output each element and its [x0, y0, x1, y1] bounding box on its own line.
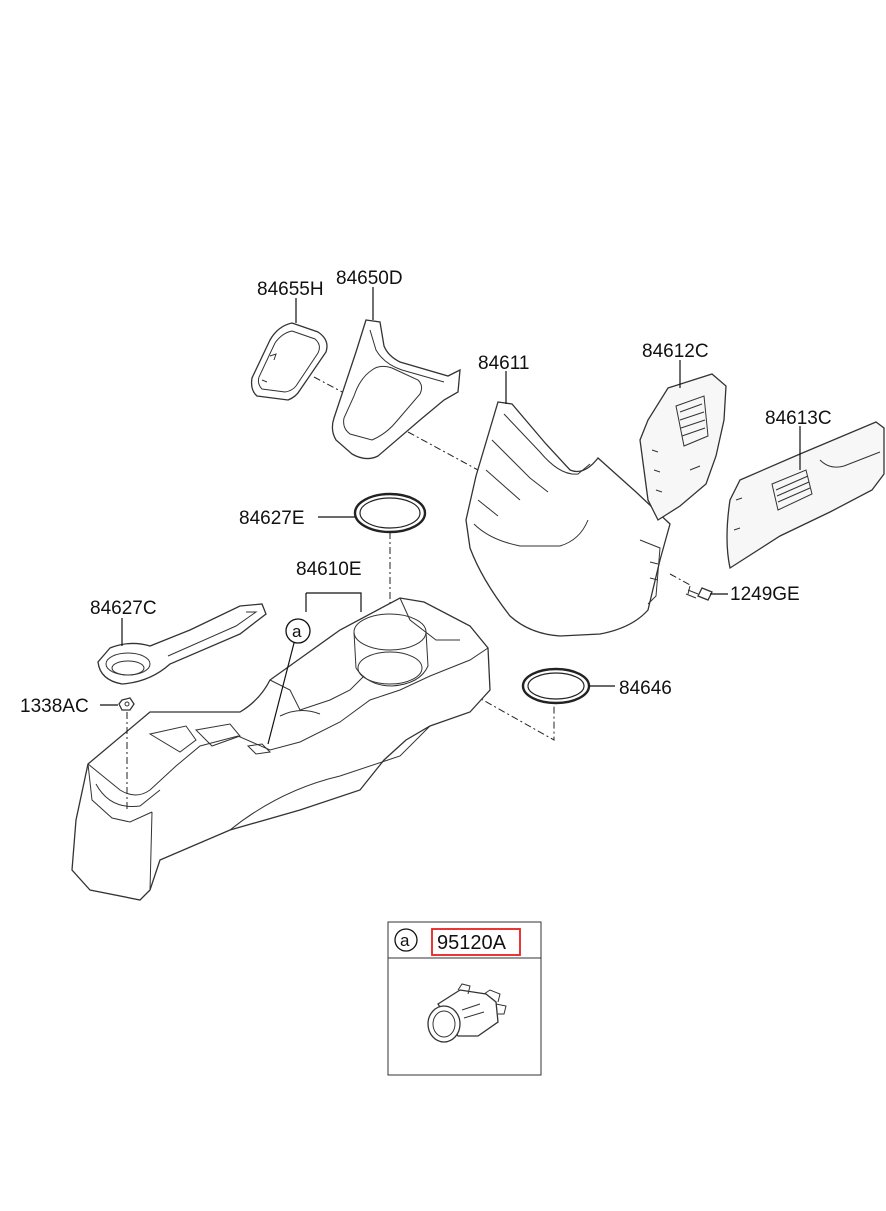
callout-box-circle [394, 928, 418, 952]
label-84655h: 84655H [257, 279, 324, 300]
label-84627e: 84627E [239, 508, 305, 529]
label-84613c: 84613C [765, 408, 832, 429]
callout-box-letter: a [400, 931, 410, 950]
label-84627c: 84627C [90, 598, 157, 619]
console-84610e[interactable] [71, 597, 491, 901]
cup-ring-84627e[interactable] [353, 492, 427, 534]
label-84650d: 84650D [336, 268, 403, 289]
label-1249ge: 1249GE [730, 584, 800, 605]
power-socket-95120a[interactable] [427, 983, 507, 1043]
side-cover-84613c[interactable] [726, 421, 885, 570]
shift-bezel-84650d[interactable] [331, 319, 461, 460]
dash-84650d [407, 431, 479, 471]
upper-panel-84611[interactable] [465, 401, 671, 637]
label-95120a[interactable]: 95120A [437, 932, 507, 954]
cup-ring-84646[interactable] [521, 667, 591, 705]
callout-a-marker[interactable]: a [285, 618, 311, 644]
label-1338ac: 1338AC [20, 696, 89, 717]
part-highlight-box [431, 928, 521, 956]
side-panel-84612c[interactable] [639, 373, 727, 521]
nut-1338ac[interactable] [118, 697, 135, 711]
label-84611: 84611 [478, 353, 529, 374]
leader-84610e [306, 592, 362, 612]
label-84610e: 84610E [296, 559, 362, 580]
callout-a-letter: a [292, 622, 302, 641]
bezel-84655h[interactable] [250, 322, 328, 401]
screw-1249ge[interactable] [685, 585, 713, 601]
leader-callout-a [267, 642, 295, 745]
label-84646: 84646 [619, 678, 672, 699]
label-84612c: 84612C [642, 341, 709, 362]
dash-1249ge [669, 573, 693, 587]
cup-insert-84627c[interactable] [97, 603, 267, 685]
